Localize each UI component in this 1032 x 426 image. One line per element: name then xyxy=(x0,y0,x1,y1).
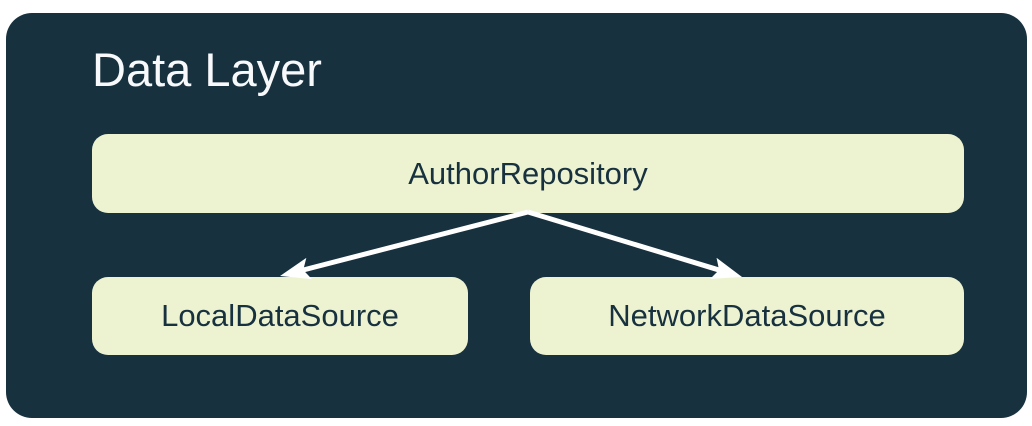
node-author-repository: AuthorRepository xyxy=(92,134,964,213)
node-network-data-source: NetworkDataSource xyxy=(530,277,964,355)
node-network-data-source-label: NetworkDataSource xyxy=(608,298,886,333)
node-local-data-source: LocalDataSource xyxy=(92,277,468,355)
node-local-data-source-label: LocalDataSource xyxy=(161,298,399,333)
data-layer-container: Data Layer AuthorRepository LocalDataSou… xyxy=(6,13,1027,418)
node-author-repository-label: AuthorRepository xyxy=(408,155,648,191)
diagram-title: Data Layer xyxy=(92,43,322,96)
